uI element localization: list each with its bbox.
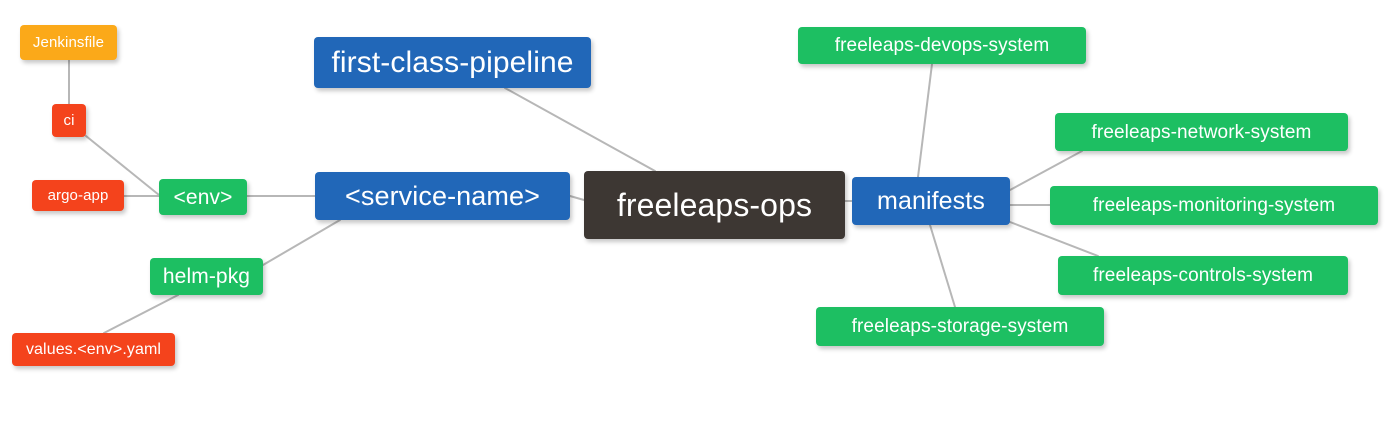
node-service-name[interactable]: <service-name> [315, 172, 570, 220]
node-label-jenkinsfile: Jenkinsfile [32, 34, 105, 51]
node-label-helm-pkg: helm-pkg [162, 265, 251, 288]
node-argo-app[interactable]: argo-app [32, 180, 124, 211]
node-env[interactable]: <env> [159, 179, 247, 215]
node-label-freeleaps-storage-system: freeleaps-storage-system [851, 316, 1069, 337]
node-label-freeleaps-devops-system: freeleaps-devops-system [834, 35, 1050, 56]
node-freeleaps-devops-system[interactable]: freeleaps-devops-system [798, 27, 1086, 64]
edge-manifests-to-freeleaps-storage-system [929, 224, 956, 308]
node-label-service-name: <service-name> [345, 180, 540, 211]
node-freeleaps-ops[interactable]: freeleaps-ops [584, 171, 845, 239]
node-label-freeleaps-network-system: freeleaps-network-system [1091, 121, 1312, 143]
node-label-first-class-pipeline: first-class-pipeline [331, 45, 574, 79]
node-label-values-env-yaml: values.<env>.yaml [25, 340, 162, 358]
node-label-freeleaps-controls-system: freeleaps-controls-system [1092, 265, 1314, 286]
node-jenkinsfile[interactable]: Jenkinsfile [20, 25, 117, 60]
node-freeleaps-storage-system[interactable]: freeleaps-storage-system [816, 307, 1104, 346]
node-freeleaps-controls-system[interactable]: freeleaps-controls-system [1058, 256, 1348, 295]
edge-helm-pkg-to-service-name [262, 219, 341, 266]
node-ci[interactable]: ci [52, 104, 86, 137]
node-manifests[interactable]: manifests [852, 177, 1010, 225]
node-label-env: <env> [173, 185, 233, 209]
node-values-env-yaml[interactable]: values.<env>.yaml [12, 333, 175, 366]
node-helm-pkg[interactable]: helm-pkg [150, 258, 263, 295]
node-label-ci: ci [63, 112, 75, 129]
node-label-freeleaps-monitoring-system: freeleaps-monitoring-system [1092, 195, 1336, 216]
node-label-manifests: manifests [877, 186, 985, 215]
edge-values-env-yaml-to-helm-pkg [103, 294, 179, 334]
edge-manifests-to-freeleaps-network-system [1009, 150, 1083, 191]
node-freeleaps-network-system[interactable]: freeleaps-network-system [1055, 113, 1348, 151]
node-label-argo-app: argo-app [47, 187, 109, 204]
edge-service-name-to-freeleaps-ops [569, 195, 585, 201]
edge-manifests-to-freeleaps-controls-system [1009, 221, 1099, 257]
node-freeleaps-monitoring-system[interactable]: freeleaps-monitoring-system [1050, 186, 1378, 225]
edge-manifests-to-freeleaps-devops-system [917, 63, 933, 178]
node-first-class-pipeline[interactable]: first-class-pipeline [314, 37, 591, 88]
node-label-freeleaps-ops: freeleaps-ops [616, 187, 813, 223]
edge-first-class-pipeline-to-freeleaps-ops [504, 87, 656, 172]
